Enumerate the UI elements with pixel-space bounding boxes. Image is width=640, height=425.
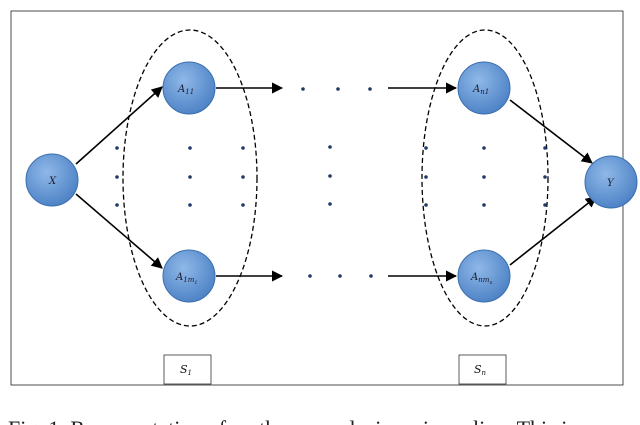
node-y-label: Y [607, 178, 615, 189]
node-anm-subsub: n [489, 280, 492, 286]
svg-text:An1: An1 [472, 84, 489, 96]
edge-x-a1m [75, 193, 163, 269]
node-x: X [25, 153, 79, 207]
edge-anm-y [509, 196, 597, 266]
node-a11-sub: 11 [185, 88, 194, 96]
set-label-s1-text: S [180, 363, 188, 376]
set-label-sn-sub: n [482, 369, 487, 377]
node-a1m-sub: 1m [183, 276, 194, 284]
set-ellipse-s1 [122, 29, 258, 327]
diagram-frame [10, 10, 624, 386]
node-an1-label: A [472, 84, 480, 95]
edge-an1-y [509, 99, 593, 164]
set-label-s1-sub: 1 [188, 369, 192, 377]
set-ellipse-sn [421, 29, 549, 327]
edge-x-a11 [75, 86, 163, 165]
node-a1m-label: A [175, 272, 183, 283]
node-y: Y [584, 155, 638, 209]
set-label-s1: S1 [163, 354, 212, 385]
ellipsis-dots [115, 87, 547, 278]
node-a11-label: A [177, 84, 185, 95]
figure-caption: Fig. 1. Representation of … the … analys… [8, 416, 576, 425]
node-a11: A11 [162, 61, 216, 115]
node-anm-sub: nm [478, 276, 490, 284]
node-anm-label: A [470, 272, 478, 283]
svg-text:S1: S1 [180, 363, 192, 377]
set-label-sn-text: S [474, 363, 482, 376]
svg-text:A11: A11 [177, 84, 194, 96]
node-x-label: X [48, 176, 57, 187]
set-label-sn: Sn [458, 354, 507, 385]
svg-text:A1m1: A1m1 [175, 272, 198, 286]
node-a1m: A1m1 [162, 249, 216, 303]
svg-text:Anmn: Anmn [470, 272, 493, 286]
svg-text:Sn: Sn [474, 363, 487, 377]
node-an1-sub: n1 [480, 88, 489, 96]
node-anm: Anmn [457, 249, 511, 303]
node-an1: An1 [457, 61, 511, 115]
node-a1m-subsub: 1 [194, 280, 197, 286]
